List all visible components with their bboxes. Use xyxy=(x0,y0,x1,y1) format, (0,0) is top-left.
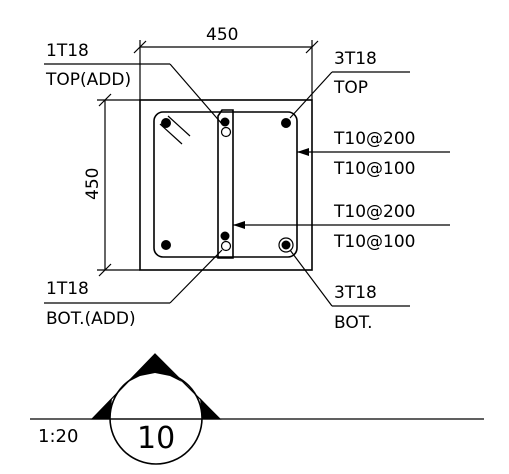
label-bot-add-bar: 1T18 xyxy=(46,279,89,299)
section-triangle-right-fill xyxy=(200,398,220,419)
section-triangle-top-fill xyxy=(128,354,182,382)
concrete-outline xyxy=(139,99,313,271)
rebar-bot-right-ring xyxy=(278,237,294,253)
section-marker: 1:20 10 xyxy=(30,353,484,465)
label-outer-link-1: T10@200 xyxy=(333,129,415,149)
rebar-top-add xyxy=(220,126,232,138)
leader-top-add: 1T18 TOP(ADD) xyxy=(44,41,223,125)
width-dimension: 450 xyxy=(133,25,319,100)
rebar-top-middle xyxy=(220,117,230,127)
height-dimension: 450 xyxy=(83,93,140,277)
label-bot-bar: 3T18 xyxy=(334,283,377,303)
label-outer-link-2: T10@100 xyxy=(333,159,415,179)
label-inner-link-2: T10@100 xyxy=(333,232,415,252)
leader-bot-add: 1T18 BOT.(ADD) xyxy=(44,249,223,329)
rebar-bot-left xyxy=(161,240,171,250)
leader-top: 3T18 TOP xyxy=(289,49,410,119)
label-bot-desc: BOT. xyxy=(334,313,373,333)
leader-inner-link: T10@200 T10@100 xyxy=(233,202,450,252)
inner-link xyxy=(217,109,234,259)
main-bars xyxy=(161,117,294,253)
section-marker-circle xyxy=(109,371,203,465)
outer-link xyxy=(153,111,298,258)
rebar-top-left xyxy=(161,118,171,128)
label-bot-add-desc: BOT.(ADD) xyxy=(46,309,136,329)
rebar-top-right xyxy=(281,118,291,128)
additional-bars xyxy=(220,126,232,252)
rebar-bot-add xyxy=(220,240,232,252)
section-scale: 1:20 xyxy=(38,426,78,447)
leader-bot: 3T18 BOT. xyxy=(289,249,410,333)
section-triangle-left-fill xyxy=(92,398,112,419)
leader-outer-link: T10@200 T10@100 xyxy=(297,129,450,179)
label-inner-link-1: T10@200 xyxy=(333,202,415,222)
section-number: 10 xyxy=(137,421,175,456)
label-top-add-bar: 1T18 xyxy=(46,41,89,61)
height-dim-text: 450 xyxy=(83,168,103,200)
rebar-bot-right xyxy=(281,240,291,250)
label-top-add-desc: TOP(ADD) xyxy=(45,70,131,90)
rebar-bot-middle xyxy=(220,231,230,241)
label-top-desc: TOP xyxy=(333,78,368,98)
label-top-bar: 3T18 xyxy=(334,49,377,69)
width-dim-text: 450 xyxy=(206,25,238,45)
